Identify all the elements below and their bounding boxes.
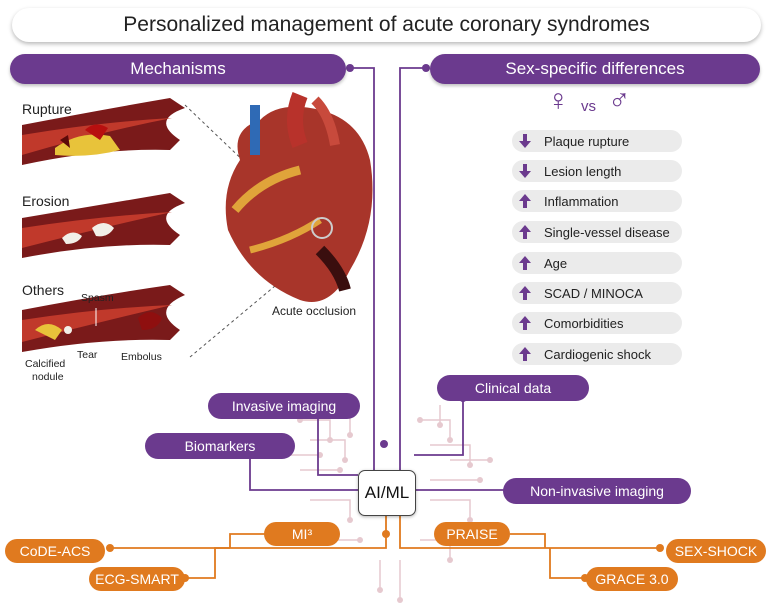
mi3-pill: MI³: [264, 522, 340, 546]
page-title: Personalized management of acute coronar…: [12, 8, 761, 42]
vs-label: vs: [581, 98, 596, 115]
invasive-imaging-pill: Invasive imaging: [208, 393, 360, 419]
list-item: Cardiogenic shock: [512, 343, 682, 365]
mechanisms-header: Mechanisms: [10, 54, 346, 84]
erosion-vessel: [22, 193, 185, 258]
spasm-label: Spasm: [81, 292, 114, 304]
acute-occlusion-label: Acute occlusion: [272, 304, 357, 318]
clinical-data-pill: Clinical data: [437, 375, 589, 401]
others-vessel: [22, 285, 185, 352]
nodule-label: nodule: [32, 371, 64, 383]
arrow-up-icon: [512, 282, 538, 304]
list-item-label: Plaque rupture: [544, 133, 630, 149]
male-symbol-icon: ♂: [608, 84, 631, 117]
arrow-up-icon: [512, 252, 538, 274]
list-item: Comorbidities: [512, 312, 682, 334]
arrow-up-icon: [512, 221, 538, 243]
biomarkers-pill: Biomarkers: [145, 433, 295, 459]
arrow-up-icon: [512, 343, 538, 365]
embolus-label: Embolus: [121, 351, 162, 363]
list-item: Plaque rupture: [512, 130, 682, 152]
heart-illustration: [225, 92, 373, 303]
non-invasive-imaging-pill: Non-invasive imaging: [503, 478, 691, 504]
ecg-smart-pill: ECG-SMART: [89, 567, 185, 591]
rupture-label: Rupture: [22, 101, 72, 117]
grace-pill: GRACE 3.0: [586, 567, 678, 591]
list-item-label: Cardiogenic shock: [544, 346, 651, 362]
list-item-label: Lesion length: [544, 163, 622, 179]
others-label: Others: [22, 282, 65, 298]
rupture-vessel: [22, 98, 185, 165]
list-item: Single-vessel disease: [512, 221, 682, 243]
list-item: Age: [512, 252, 682, 274]
erosion-label: Erosion: [22, 193, 70, 209]
list-item-label: Inflammation: [544, 193, 619, 209]
praise-pill: PRAISE: [434, 522, 510, 546]
list-item-label: Age: [544, 255, 568, 271]
list-item: Lesion length: [512, 160, 682, 182]
aiml-box: AI/ML: [358, 470, 416, 516]
sex-shock-pill: SEX-SHOCK: [666, 539, 766, 563]
arrow-down-icon: [512, 130, 538, 152]
circuit-dots: [297, 417, 493, 603]
female-symbol-icon: ♀: [547, 84, 570, 117]
arrow-down-icon: [512, 160, 538, 182]
arrow-up-icon: [512, 190, 538, 212]
code-acs-pill: CoDE-ACS: [5, 539, 105, 563]
sex-differences-header: Sex-specific differences: [430, 54, 760, 84]
tear-label: Tear: [77, 349, 98, 361]
list-item: SCAD / MINOCA: [512, 282, 682, 304]
circuit-pattern: [290, 405, 490, 600]
list-item-label: SCAD / MINOCA: [544, 285, 643, 301]
arrow-up-icon: [512, 312, 538, 334]
list-item-label: Comorbidities: [544, 315, 624, 331]
calcified-label: Calcified: [25, 358, 66, 370]
list-item-label: Single-vessel disease: [544, 224, 670, 240]
list-item: Inflammation: [512, 190, 682, 212]
